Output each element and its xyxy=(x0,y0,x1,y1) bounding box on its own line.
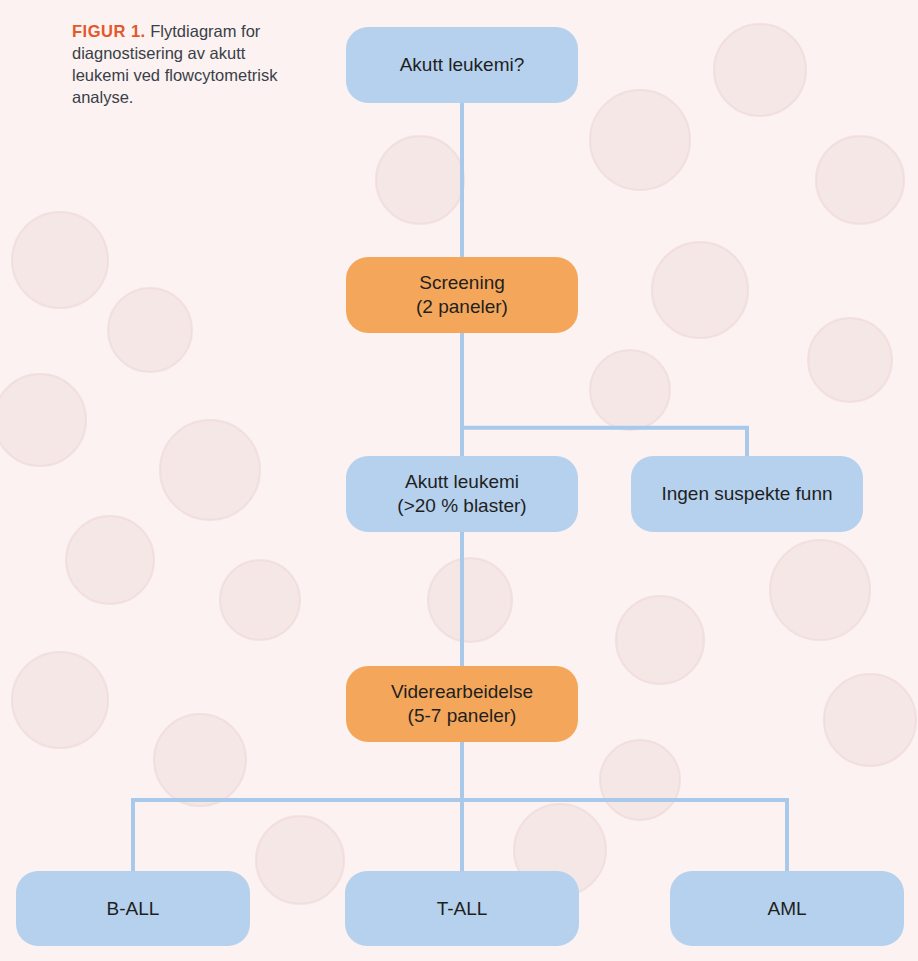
figure-number: FIGUR 1. xyxy=(72,22,146,40)
blood-cell xyxy=(824,674,916,766)
blood-cell xyxy=(12,212,108,308)
blood-cell xyxy=(220,560,300,640)
state-box: AML xyxy=(670,871,904,946)
box-label: B-ALL xyxy=(107,897,160,921)
blood-cell xyxy=(652,242,748,338)
connector-line xyxy=(462,333,747,456)
box-label: T-ALL xyxy=(437,897,488,921)
blood-cell xyxy=(600,740,680,820)
connector-line xyxy=(460,103,464,257)
blood-cell xyxy=(154,714,246,806)
blood-cell xyxy=(12,652,108,748)
blood-cell xyxy=(808,318,892,402)
box-label: Viderearbeidelse (5-7 paneler) xyxy=(380,680,545,728)
state-box: Akutt leukemi (>20 % blaster) xyxy=(346,456,578,532)
box-label: Akutt leukemi (>20 % blaster) xyxy=(387,470,537,518)
blood-cell xyxy=(108,288,192,372)
blood-cell xyxy=(0,374,86,466)
state-box: Akutt leukemi? xyxy=(346,27,578,103)
process-box: Screening (2 paneler) xyxy=(346,257,578,333)
connector-line xyxy=(133,742,462,871)
box-label: Akutt leukemi? xyxy=(400,53,525,77)
blood-cell xyxy=(376,136,464,224)
blood-cell xyxy=(714,24,806,116)
box-label: Ingen suspekte funn xyxy=(661,482,832,506)
blood-cell xyxy=(160,420,260,520)
process-box: Viderearbeidelse (5-7 paneler) xyxy=(346,666,578,742)
blood-cell xyxy=(590,350,670,430)
blood-cell xyxy=(256,816,344,904)
blood-cell xyxy=(616,596,704,684)
state-box: T-ALL xyxy=(345,871,579,946)
blood-cell xyxy=(590,90,690,190)
blood-cell xyxy=(770,540,870,640)
box-label: AML xyxy=(767,897,806,921)
box-label: Screening (2 paneler) xyxy=(412,271,512,319)
connector-line xyxy=(460,532,464,666)
blood-cell xyxy=(816,136,904,224)
connector-line xyxy=(462,742,787,871)
state-box: B-ALL xyxy=(16,871,250,946)
blood-cell xyxy=(66,516,154,604)
state-box: Ingen suspekte funn xyxy=(631,456,863,532)
figure-caption: FIGUR 1. Flytdiagram for diagnostisering… xyxy=(72,20,297,108)
blood-cell xyxy=(428,558,512,642)
